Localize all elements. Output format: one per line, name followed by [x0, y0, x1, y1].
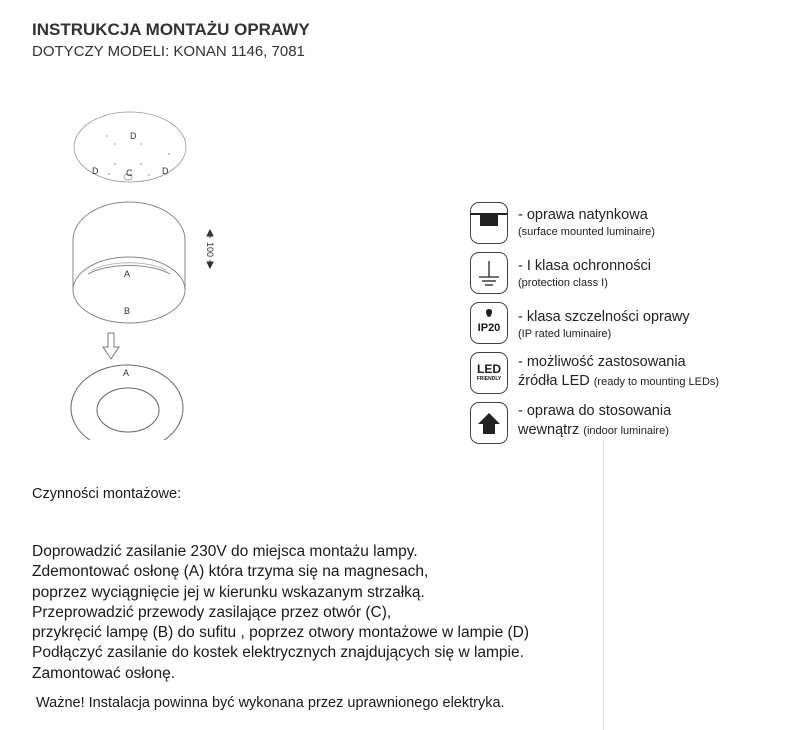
- label-d-top: D: [130, 131, 137, 141]
- warning-note: Ważne! Instalacja powinna być wykonana p…: [36, 695, 505, 711]
- label-d-right: D: [162, 166, 169, 176]
- legend-item-ip: - klasa szczelności oprawy (IP rated lumi…: [518, 309, 690, 343]
- step-line: Zamontować osłonę.: [32, 664, 176, 682]
- mounting-holes: [106, 135, 170, 176]
- ip20-icon: IP20: [470, 302, 508, 344]
- legend-sub: (ready to mounting LEDs): [593, 376, 720, 388]
- label-c: C: [126, 168, 133, 178]
- divider-line: [603, 440, 604, 730]
- legend-sub: (surface mounted luminaire): [518, 226, 655, 238]
- mounting-plate: [73, 111, 187, 183]
- legend-item-indoor: - oprawa do stosowania wewnątrz (indoor l…: [518, 402, 671, 441]
- steps-list: Doprowadzić zasilanie 230V do miejsca mo…: [32, 542, 529, 684]
- legend-text: - I klasa ochronności: [518, 258, 651, 274]
- legend-text: - klasa szczelności oprawy: [518, 309, 690, 325]
- legend-item-protection: - I klasa ochronności (protection class I…: [518, 258, 651, 292]
- ip20-label: IP20: [477, 322, 501, 334]
- mounting-diagram: D D D C A B 100 A: [70, 111, 215, 440]
- led-friendly-icon: LED FRIENDLY: [470, 352, 508, 394]
- friendly-label: FRIENDLY: [476, 376, 502, 382]
- label-a-cover: A: [123, 368, 129, 378]
- surface-mounted-icon: [470, 202, 508, 244]
- dimension-label: 100: [205, 242, 215, 257]
- label-b: B: [124, 306, 130, 316]
- legend-text-2: wewnątrz: [518, 422, 580, 438]
- step-line: Przeprowadzić przewody zasilające przez …: [32, 603, 392, 621]
- label-a-lamp: A: [124, 269, 130, 279]
- legend-sub: (protection class I): [518, 277, 608, 289]
- legend-text: - możliwość zastosowania: [518, 354, 686, 370]
- cover-ring: [70, 364, 184, 440]
- down-arrow-icon: [102, 332, 120, 360]
- step-line: Zdemontować osłonę (A) która trzyma się …: [32, 563, 429, 581]
- legend-sub: (IP rated luminaire): [518, 328, 612, 340]
- step-line: przykręcić lampę (B) do sufitu , poprzez…: [32, 624, 530, 642]
- steps-heading: Czynności montażowe:: [32, 486, 182, 502]
- legend-item-surface: - oprawa natynkowa (surface mounted lumin…: [518, 207, 655, 241]
- legend-text: - oprawa do stosowania: [518, 403, 672, 419]
- label-d-left: D: [92, 166, 99, 176]
- legend-sub: (indoor luminaire): [583, 425, 669, 437]
- led-label: LED: [477, 362, 501, 376]
- legend-text-2: źródła LED: [518, 373, 590, 389]
- ground-icon: [470, 252, 508, 294]
- page-subtitle: DOTYCZY MODELI: KONAN 1146, 7081: [32, 43, 305, 60]
- step-line: Podłączyć zasilanie do kostek elektryczn…: [32, 644, 524, 662]
- lamp-body: [72, 201, 186, 324]
- legend-item-led: - możliwość zastosowania źródła LED (read…: [518, 353, 719, 392]
- dimension-arrow: [206, 228, 214, 270]
- legend-text: - oprawa natynkowa: [518, 207, 648, 223]
- step-line: Doprowadzić zasilanie 230V do miejsca mo…: [32, 543, 418, 560]
- step-line: poprzez wyciągnięcie jej w kierunku wska…: [32, 583, 425, 601]
- page-title: INSTRUKCJA MONTAŻU OPRAWY: [32, 20, 310, 39]
- indoor-house-icon: [470, 402, 508, 444]
